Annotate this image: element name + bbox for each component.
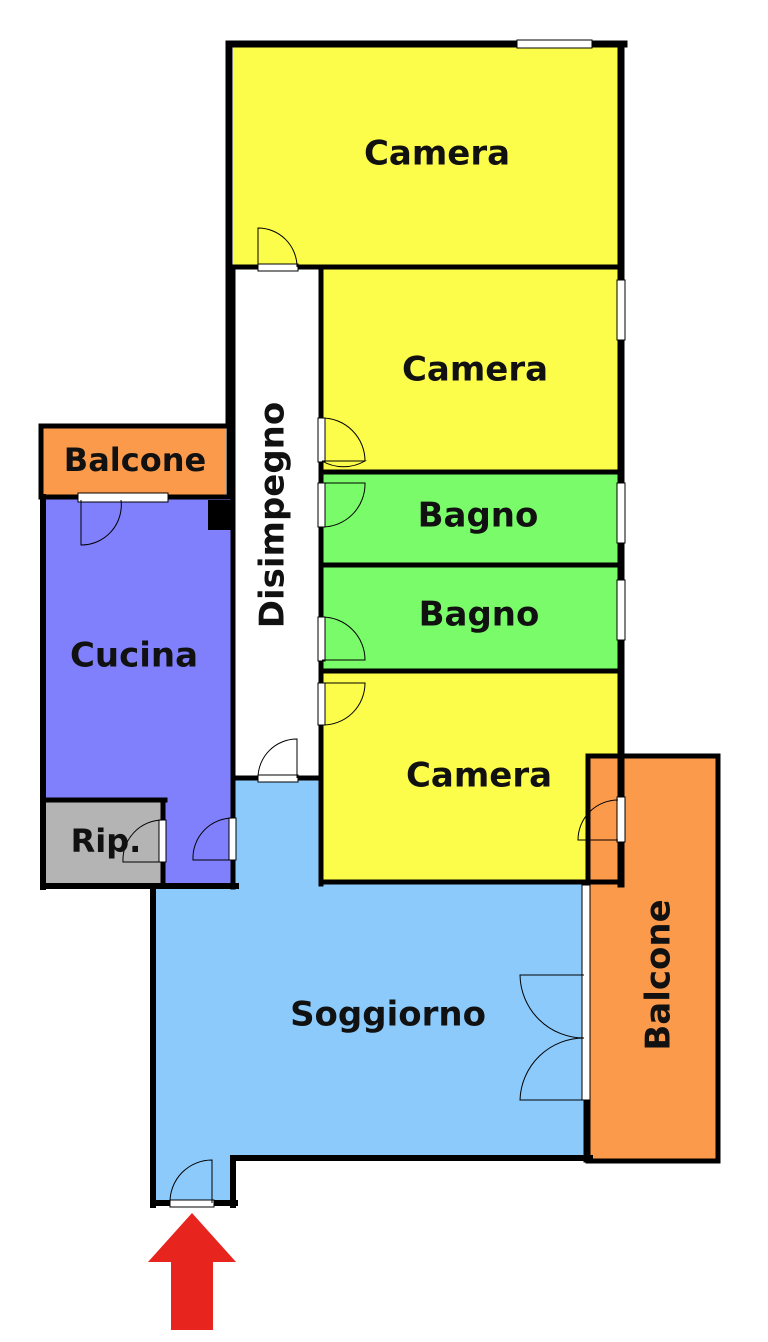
door-opening <box>317 616 326 662</box>
door-opening <box>317 682 326 726</box>
room-balcone-right-fill <box>588 756 716 1160</box>
room-label-bagno-2: Bagno <box>419 595 540 635</box>
room-camera-mid-fill <box>322 268 620 472</box>
window <box>616 796 626 843</box>
room-label-balcone-right: Balcone <box>639 899 679 1050</box>
room-soggiorno-fill <box>155 780 588 1202</box>
room-ripostiglio-fill <box>45 800 163 884</box>
room-label-camera-bottom: Camera <box>406 756 552 796</box>
room-bagno-2-fill <box>322 566 620 670</box>
window <box>616 279 626 341</box>
door-swing <box>321 482 366 528</box>
door-swing <box>321 417 366 462</box>
door-swing <box>122 819 164 863</box>
room-label-bagno-1: Bagno <box>418 496 539 536</box>
door-swing <box>321 682 366 726</box>
room-label-balcone-left: Balcone <box>64 441 206 479</box>
room-label-camera-mid: Camera <box>402 350 548 390</box>
door-swing <box>321 460 367 468</box>
window <box>581 884 591 1101</box>
door-swing <box>257 227 298 268</box>
door-swing <box>169 1159 213 1204</box>
door-opening <box>317 482 326 528</box>
door-swing <box>577 799 619 841</box>
door-swing <box>192 817 234 861</box>
column <box>208 500 232 530</box>
room-label-ripostiglio: Rip. <box>71 822 142 860</box>
room-camera-top-fill <box>233 45 620 267</box>
door-opening <box>257 774 299 783</box>
doors <box>80 227 619 1208</box>
door-opening <box>169 1199 215 1208</box>
room-label-camera-top: Camera <box>364 134 510 174</box>
window <box>616 579 626 641</box>
door-swing <box>80 499 122 546</box>
room-disimpegno-fill <box>233 268 321 780</box>
door-opening <box>257 263 299 272</box>
room-camera-bottom-fill <box>322 672 620 882</box>
window <box>516 39 593 49</box>
windows <box>77 39 626 1101</box>
window <box>77 492 169 503</box>
room-label-soggiorno: Soggiorno <box>290 995 486 1035</box>
room-bagno-1-fill <box>322 473 620 564</box>
door-opening <box>158 819 167 863</box>
room-label-cucina: Cucina <box>70 636 198 676</box>
door-swing <box>321 616 366 661</box>
door-swing <box>519 1037 585 1101</box>
room-label-disimpegno: Disimpegno <box>253 402 293 629</box>
door-swing <box>519 974 585 1039</box>
door-opening <box>317 417 326 463</box>
door-opening <box>228 817 237 861</box>
room-balcone-left-fill <box>43 428 226 496</box>
window <box>616 482 626 544</box>
door-swing <box>257 738 298 779</box>
entrance-arrow-icon <box>148 1213 236 1330</box>
